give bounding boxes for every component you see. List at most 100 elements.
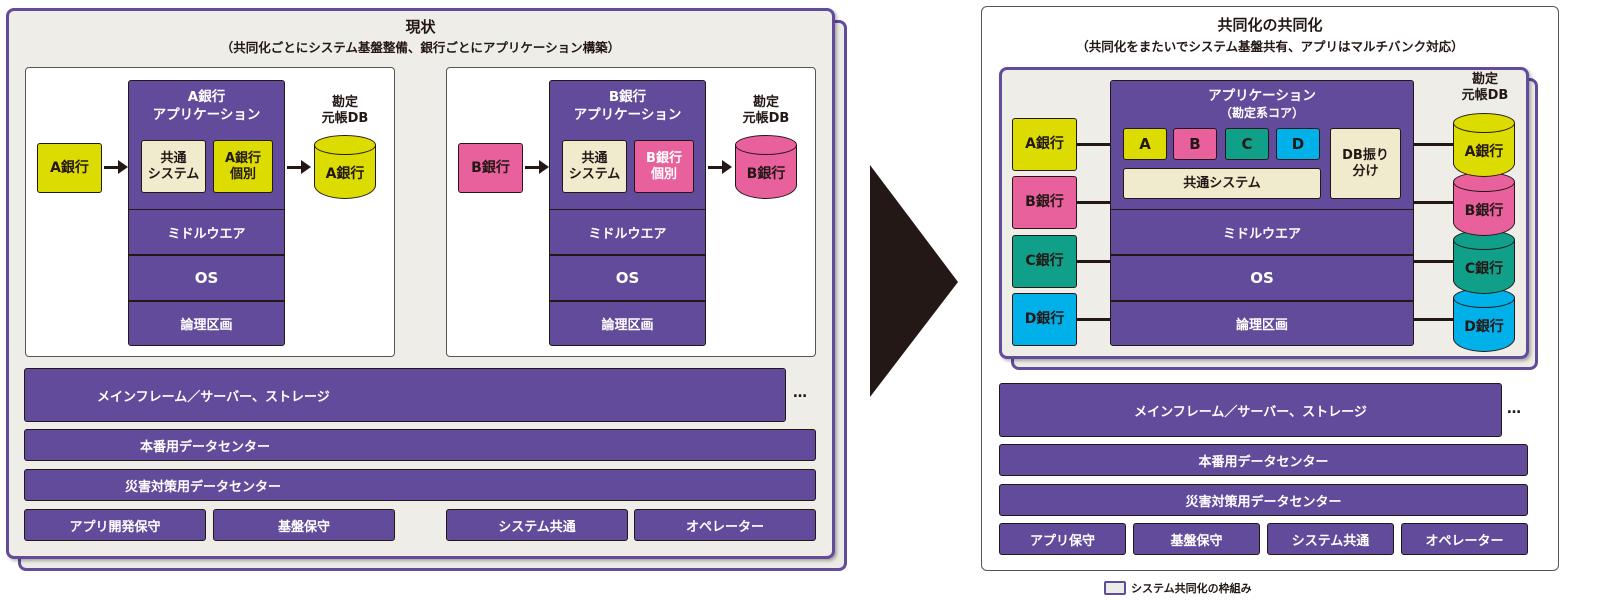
right-middleware: ミドルウエア (1110, 209, 1414, 255)
bank-b-common-system: 共通 システム (562, 140, 627, 193)
left-mainframe: メインフレーム／サーバー、ストレージ (24, 368, 786, 422)
left-dr-dc-label: 災害対策用データセンター (125, 479, 282, 495)
left-bottom-operator: オペレーター (634, 509, 816, 541)
bank-a-db-title: 勘定 元帳DB (310, 95, 380, 128)
bank-a-app-title-line1: A銀行 (187, 89, 226, 105)
connector-line (1414, 201, 1454, 204)
bank-a-common-system: 共通 システム (141, 140, 206, 193)
db-title-line1: 勘定 (331, 95, 358, 110)
bank-a-os: OS (128, 255, 285, 301)
cylinder-top (735, 135, 797, 155)
db-router-line1: DB振り (1342, 147, 1389, 163)
arrow-icon (301, 160, 311, 174)
left-production-dc-label: 本番用データセンター (140, 439, 271, 455)
bank-a-app-title: A銀行 アプリケーション (128, 88, 285, 124)
arrow-line (104, 166, 120, 169)
right-bottom-system-common: システム共通 (1267, 523, 1394, 555)
right-bank-b: B銀行 (1012, 176, 1077, 229)
module-d: D (1276, 128, 1320, 160)
right-dr-dc: 災害対策用データセンター (999, 484, 1528, 516)
right-app-title-line1: アプリケーション (1208, 88, 1316, 104)
right-db-a-label: A銀行 (1464, 144, 1504, 160)
module-a: A (1123, 128, 1167, 160)
bank-a-box: A銀行 (37, 143, 102, 193)
arrow-icon (118, 160, 128, 174)
right-app-title-line2: （勘定系コア） (1219, 105, 1304, 120)
left-bottom-system-common: システム共通 (446, 509, 628, 541)
arrow-line (708, 166, 724, 169)
connector-line (1077, 260, 1111, 263)
right-mainframe: メインフレーム／サーバー、ストレージ (999, 383, 1502, 437)
left-ellipsis: … (793, 385, 808, 401)
bank-b-app-title-line2: アプリケーション (573, 107, 682, 124)
right-db-b: B銀行 (1453, 172, 1515, 236)
connector-line (1077, 318, 1111, 321)
bank-a-middleware: ミドルウエア (128, 209, 285, 255)
bank-b-db-cylinder: B銀行 (735, 135, 797, 199)
left-bottom-app-dev: アプリ開発保守 (24, 509, 206, 541)
arrow-icon (722, 160, 732, 174)
bank-b-os: OS (549, 255, 706, 301)
right-bottom-app: アプリ保守 (999, 523, 1126, 555)
bank-b-app-title-line1: B銀行 (608, 89, 647, 105)
arrow-icon (539, 160, 549, 174)
legend-swatch (1104, 581, 1126, 595)
bank-a-partition: 論理区画 (128, 301, 285, 346)
individual-line2: 個別 (229, 166, 256, 182)
left-mainframe-label: メインフレーム／サーバー、ストレージ (97, 389, 330, 405)
left-subtitle: （共同化ごとにシステム基盤整備、銀行ごとにアプリケーション構築） (220, 40, 621, 55)
right-subtitle: （共同化をまたいでシステム基盤共有、アプリはマルチバンク対応） (1076, 39, 1464, 54)
connector-line (1077, 201, 1111, 204)
bank-a-individual: A銀行 個別 (213, 140, 273, 193)
right-ellipsis: … (1507, 401, 1522, 417)
right-db-a: A銀行 (1453, 113, 1515, 177)
bank-b-box: B銀行 (458, 143, 523, 193)
right-db-title: 勘定 元帳DB (1450, 72, 1520, 105)
arrow-triangle (870, 165, 958, 397)
arrow-line (287, 166, 303, 169)
right-db-d-label: D銀行 (1464, 319, 1504, 335)
db-title-line1: 勘定 (752, 95, 779, 110)
left-title: 現状 (405, 18, 436, 36)
right-bank-d: D銀行 (1012, 293, 1077, 346)
right-bank-c: C銀行 (1012, 235, 1077, 288)
db-router-line2: 分け (1352, 163, 1379, 179)
common-line2: システム (568, 166, 621, 182)
right-bank-a: A銀行 (1012, 118, 1077, 171)
bank-b-individual: B銀行 個別 (634, 140, 694, 193)
connector-line (1414, 143, 1454, 146)
module-b: B (1173, 128, 1217, 160)
individual-line1: A銀行 (224, 150, 262, 166)
legend-label: システム共同化の枠組み (1131, 582, 1252, 595)
db-title-line2: 元帳DB (742, 111, 790, 127)
cylinder-top (1453, 113, 1515, 133)
right-db-c: C銀行 (1453, 230, 1515, 294)
right-app-title: アプリケーション （勘定系コア） (1110, 88, 1414, 121)
bank-a-app-title-line2: アプリケーション (152, 107, 261, 124)
right-db-b-label: B銀行 (1464, 203, 1504, 219)
arrow-line (525, 166, 541, 169)
right-common-system: 共通システム (1123, 168, 1321, 199)
right-production-dc: 本番用データセンター (999, 444, 1528, 476)
bank-b-db-label: B銀行 (746, 166, 786, 182)
right-title: 共同化の共同化 (1217, 16, 1323, 34)
right-bottom-operator: オペレーター (1401, 523, 1528, 555)
right-db-c-label: C銀行 (1464, 261, 1504, 277)
db-title-line2: 元帳DB (321, 111, 369, 127)
common-line1: 共通 (581, 150, 608, 166)
db-title-line2: 元帳DB (1461, 88, 1509, 104)
bank-a-db-label: A銀行 (325, 166, 365, 182)
transition-arrow-icon (870, 165, 958, 397)
left-dr-dc: 災害対策用データセンター (24, 469, 816, 501)
cylinder-top (314, 135, 376, 155)
bank-a-db-cylinder: A銀行 (314, 135, 376, 199)
connector-line (1077, 143, 1111, 146)
right-os: OS (1110, 255, 1414, 301)
connector-line (1414, 318, 1454, 321)
common-line1: 共通 (160, 150, 187, 166)
bank-b-app-title: B銀行 アプリケーション (549, 88, 706, 124)
left-bottom-infra: 基盤保守 (213, 509, 395, 541)
bank-b-partition: 論理区画 (549, 301, 706, 346)
bank-b-middleware: ミドルウエア (549, 209, 706, 255)
right-partition: 論理区画 (1110, 301, 1414, 346)
